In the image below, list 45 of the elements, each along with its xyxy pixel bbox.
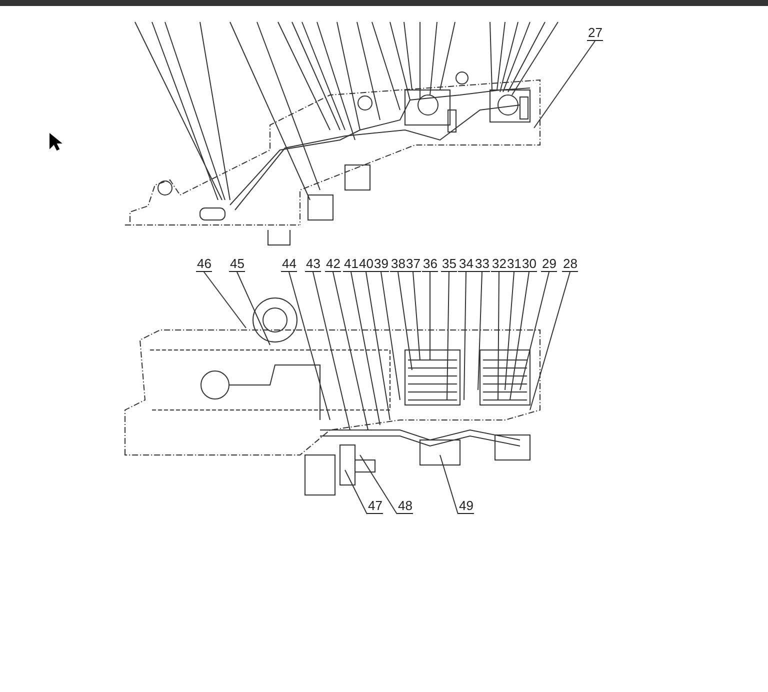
leader-line <box>446 272 450 400</box>
callout-number: 40 <box>358 257 374 272</box>
leader-line <box>534 40 596 128</box>
leader-line <box>498 272 500 400</box>
callout-number: 47 <box>367 499 384 514</box>
callout-number: 39 <box>373 257 390 272</box>
callout-number: 36 <box>422 257 438 272</box>
callout-number: 42 <box>325 257 342 272</box>
callout-number: 45 <box>229 257 246 272</box>
leader-line <box>504 272 514 390</box>
callout-number: 32 <box>491 257 508 272</box>
leader-line <box>412 272 420 360</box>
callout-number: 43 <box>305 257 322 272</box>
callout-number: 28 <box>562 257 578 272</box>
callout-number: 44 <box>281 257 298 272</box>
callout-number: 31 <box>506 257 522 272</box>
leader-line <box>440 454 458 514</box>
callout-number: 29 <box>541 257 558 272</box>
callout-number: 49 <box>458 499 474 514</box>
callout-number: 35 <box>441 257 458 272</box>
callout-number: 38 <box>390 257 406 272</box>
callout-number: 37 <box>405 257 422 272</box>
leader-line <box>288 272 330 420</box>
callout-number: 30 <box>521 257 538 272</box>
leader-line <box>530 272 570 410</box>
leader-line <box>312 272 350 430</box>
leader-line <box>464 272 466 400</box>
leader-line <box>344 470 368 514</box>
callout-number: 34 <box>458 257 474 272</box>
leader-line <box>520 272 550 390</box>
callout-number: 27 <box>587 26 604 41</box>
leader-line <box>350 272 380 426</box>
leader-line <box>236 272 270 346</box>
leader-line <box>510 272 530 400</box>
leader-line <box>332 272 368 430</box>
callout-number: 46 <box>196 257 212 272</box>
callout-number: 48 <box>397 499 414 514</box>
leader-line <box>398 272 412 370</box>
leader-line <box>478 272 482 390</box>
leader-line <box>366 272 390 420</box>
leader-line <box>204 272 246 328</box>
callout-number: 33 <box>474 257 490 272</box>
leader-line <box>360 454 398 514</box>
callout-number: 41 <box>343 257 360 272</box>
leader-line <box>380 272 400 400</box>
